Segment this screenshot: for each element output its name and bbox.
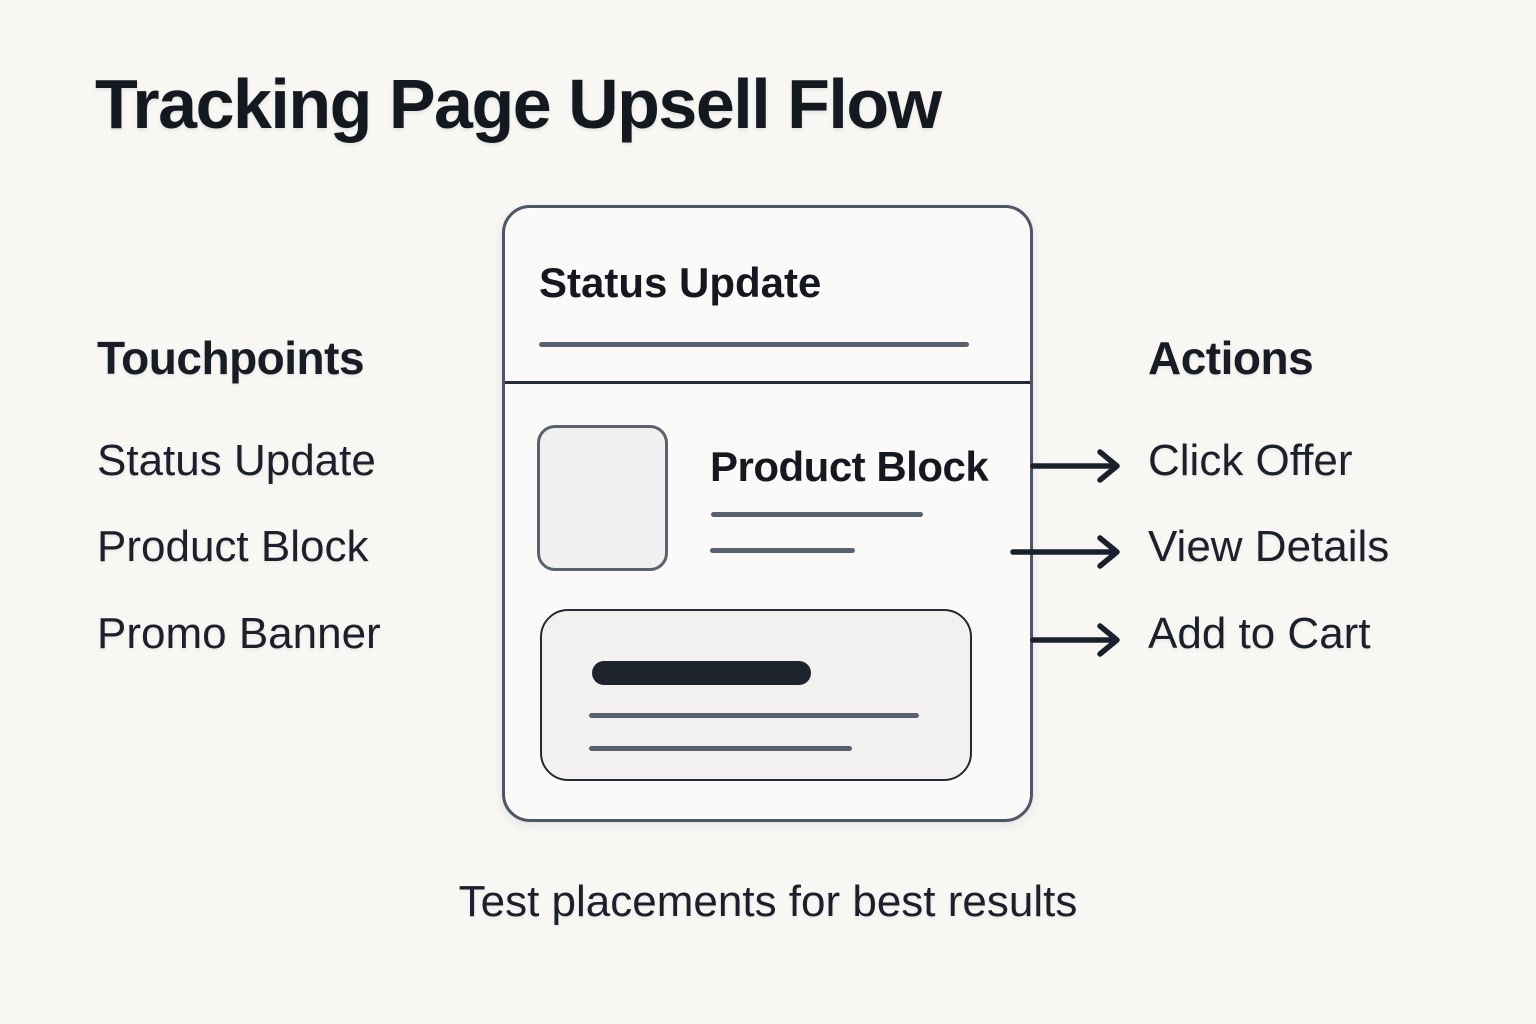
touchpoint-promo-banner: Promo Banner [97,609,381,658]
flow-arrows [1010,449,1120,657]
arrow-view-details-icon [1010,535,1120,569]
promo-text-skeleton-line [589,746,852,751]
tracking-page-card: Status Update Product Block [502,205,1033,822]
arrow-click-offer-icon [1030,449,1120,483]
touchpoint-status-update: Status Update [97,436,376,485]
promo-banner [540,609,972,781]
action-add-to-cart: Add to Cart [1148,609,1371,658]
touchpoints-heading: Touchpoints [97,332,365,384]
touchpoint-product-block: Product Block [97,522,369,571]
action-view-details: View Details [1148,522,1390,571]
status-text-skeleton-line [539,342,969,347]
promo-headline-bar [592,661,811,685]
product-image-placeholder [537,425,668,571]
card-status-title: Status Update [539,259,822,306]
page-title: Tracking Page Upsell Flow [95,65,942,143]
promo-text-skeleton-line [589,713,919,718]
arrow-add-to-cart-icon [1030,623,1120,657]
actions-heading: Actions [1148,332,1314,384]
card-product-title: Product Block [710,443,989,490]
footer-caption: Test placements for best results [458,877,1078,926]
card-section-divider [505,381,1030,384]
action-click-offer: Click Offer [1148,436,1353,485]
product-text-skeleton-line [710,548,855,553]
product-text-skeleton-line [711,512,923,517]
